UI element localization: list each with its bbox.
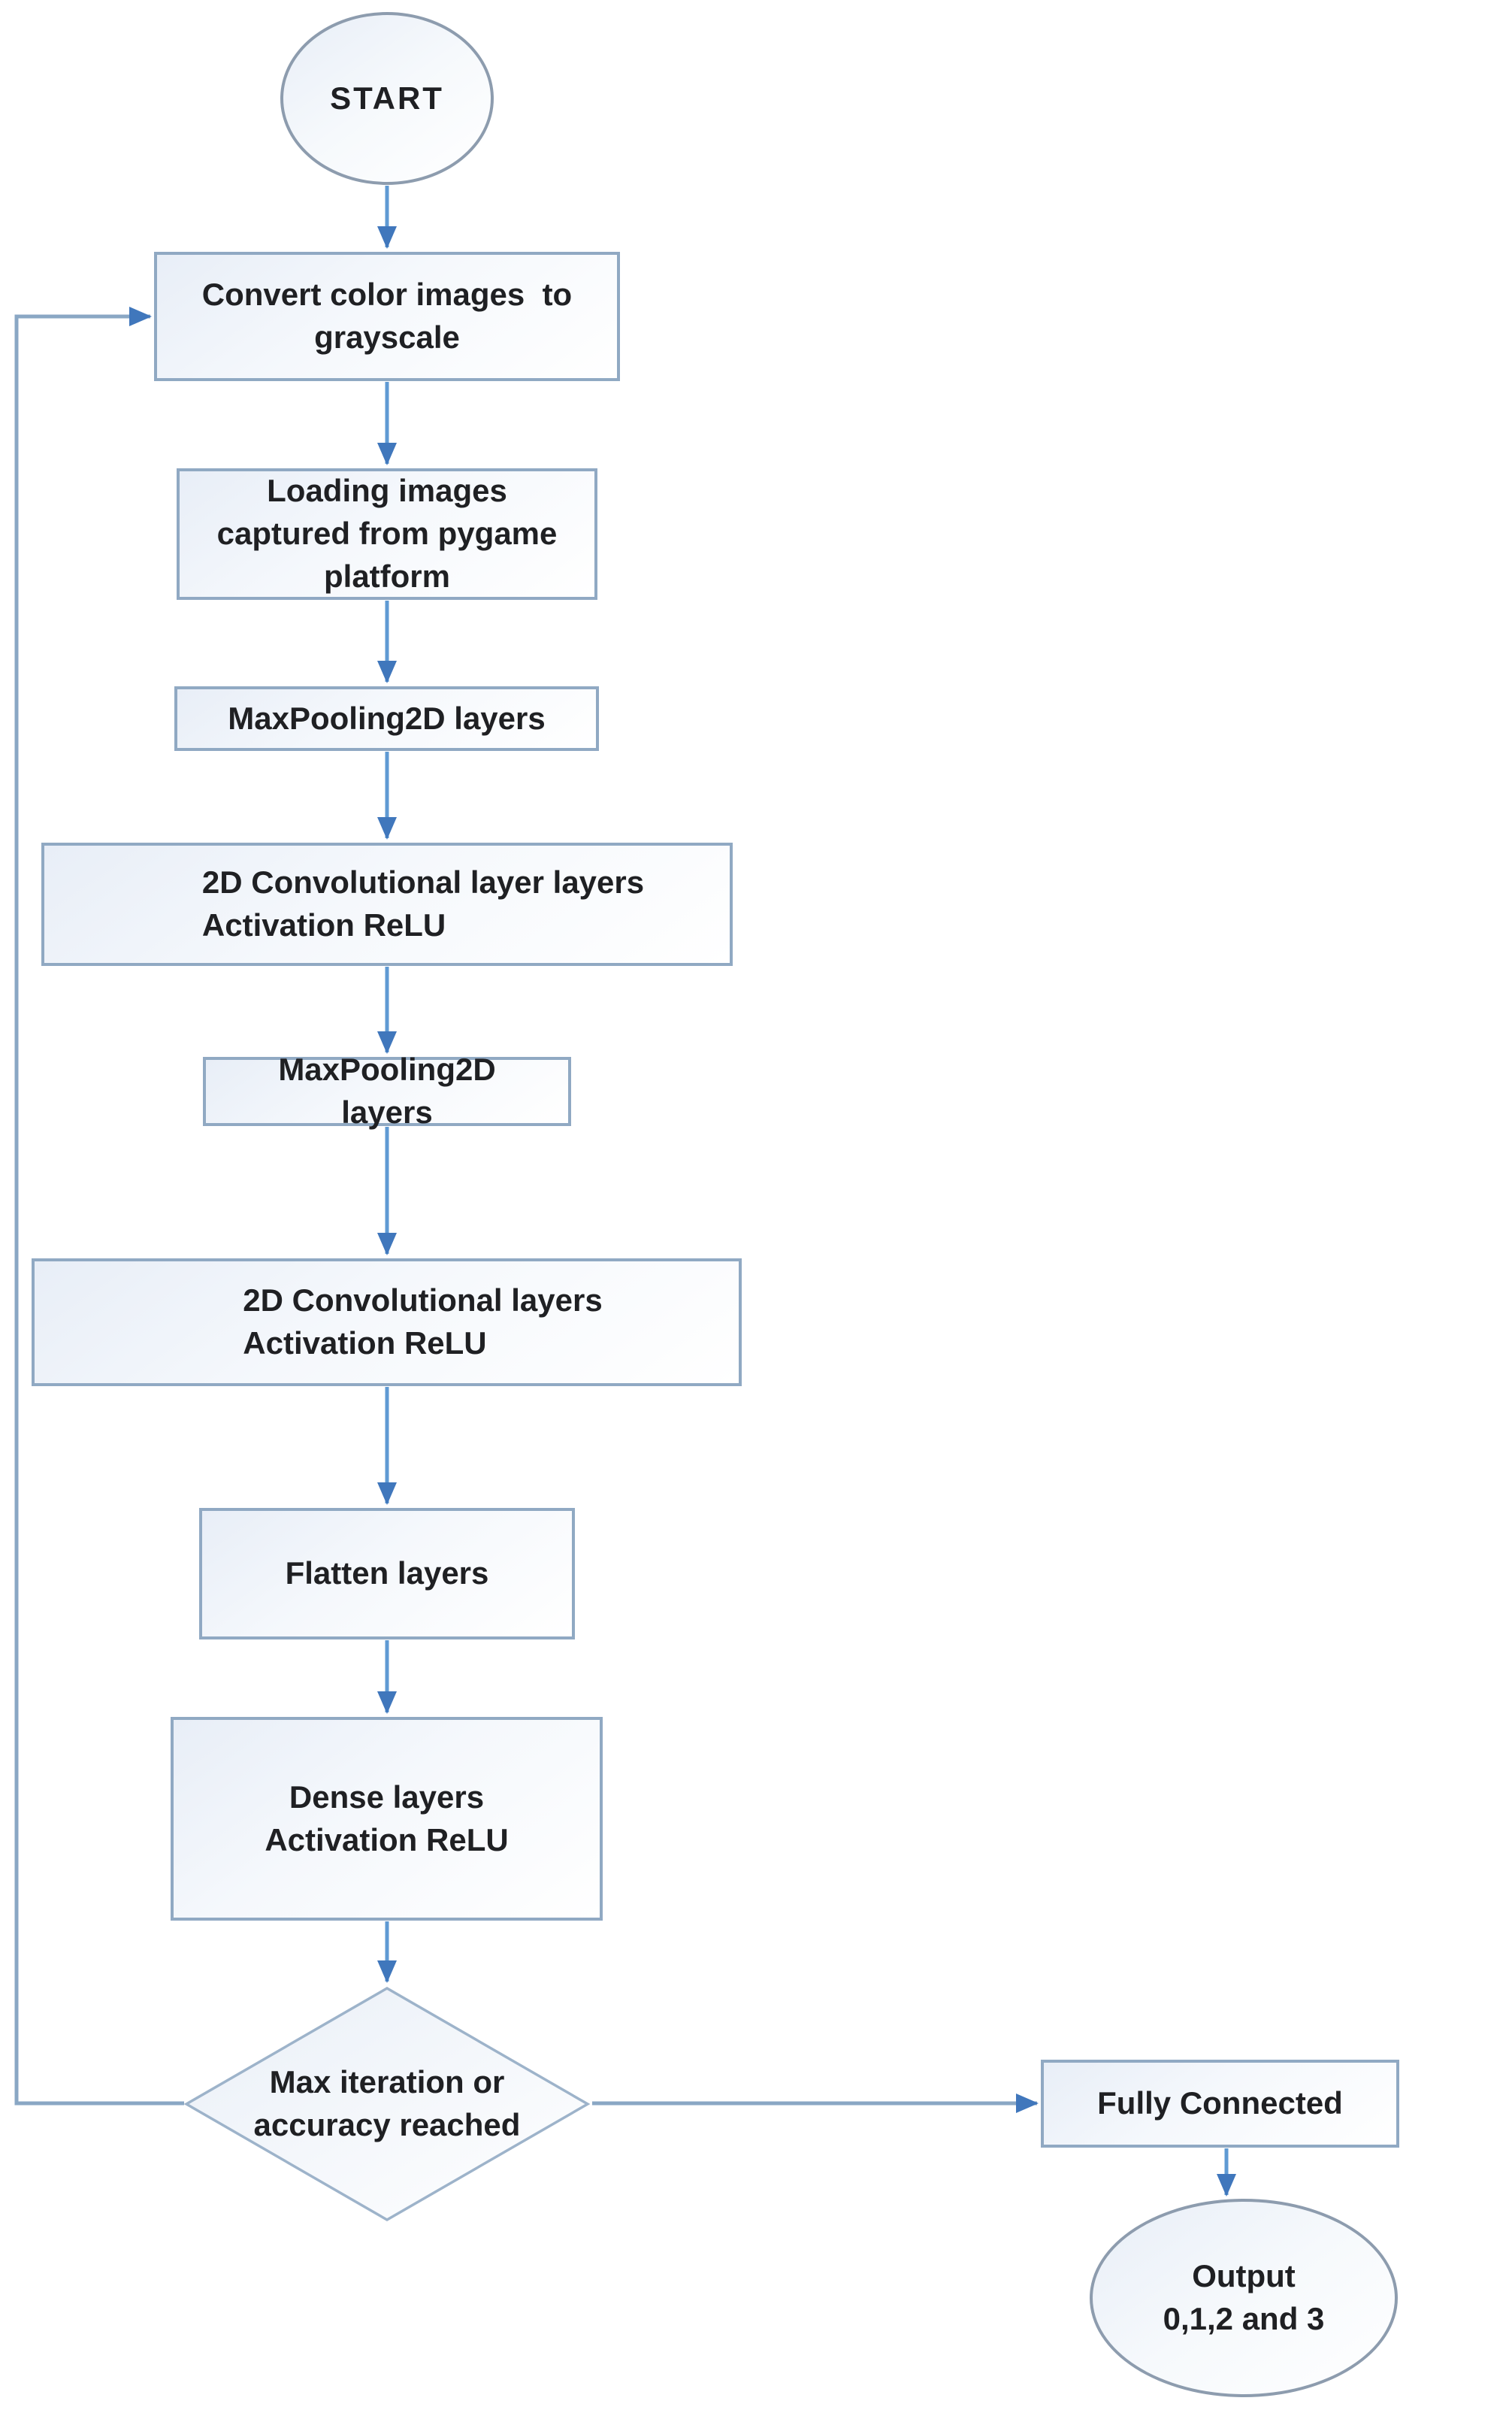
node-flatten: Flatten layers — [199, 1508, 575, 1639]
node-conv2d-b: 2D Convolutional layers Activation ReLU — [32, 1258, 742, 1386]
node-decision: Max iteration or accuracy reached — [184, 1986, 590, 2222]
node-flatten-label: Flatten layers — [285, 1555, 489, 1591]
node-start: START — [280, 12, 494, 185]
node-maxpooling2d-b: MaxPooling2D layers — [203, 1052, 571, 1130]
node-conv2d-a: 2D Convolutional layer layers Activation… — [41, 843, 733, 966]
node-maxpooling2d-a-label: MaxPooling2D layers — [228, 700, 546, 736]
node-convert-grayscale-label: Convert color images to grayscale — [201, 277, 573, 355]
node-decision-label: Max iteration or accuracy reached — [253, 2064, 521, 2142]
node-conv2d-b-label: 2D Convolutional layers Activation ReLU — [243, 1282, 603, 1361]
node-maxpooling2d-a: MaxPooling2D layers — [174, 686, 599, 751]
node-fully-connected-label: Fully Connected — [1097, 2085, 1343, 2121]
node-fully-connected: Fully Connected — [1041, 2060, 1399, 2148]
node-start-label: START — [330, 80, 444, 116]
node-dense: Dense layers Activation ReLU — [171, 1717, 603, 1921]
node-loading-images: Loading images captured from pygame plat… — [177, 468, 597, 600]
decision-diamond-shape — [184, 1986, 590, 2222]
node-output: Output 0,1,2 and 3 — [1090, 2199, 1398, 2397]
node-maxpooling2d-b-label: MaxPooling2D layers — [278, 1052, 496, 1130]
edge-decision-convert-feedback-loop — [14, 307, 184, 2106]
node-loading-images-label: Loading images captured from pygame plat… — [216, 473, 558, 594]
node-dense-label: Dense layers Activation ReLU — [265, 1779, 509, 1857]
node-convert-grayscale: Convert color images to grayscale — [154, 252, 620, 381]
node-output-label: Output 0,1,2 and 3 — [1163, 2258, 1325, 2336]
node-conv2d-a-label: 2D Convolutional layer layers Activation… — [201, 864, 645, 943]
diamond-outline — [184, 1986, 590, 2222]
